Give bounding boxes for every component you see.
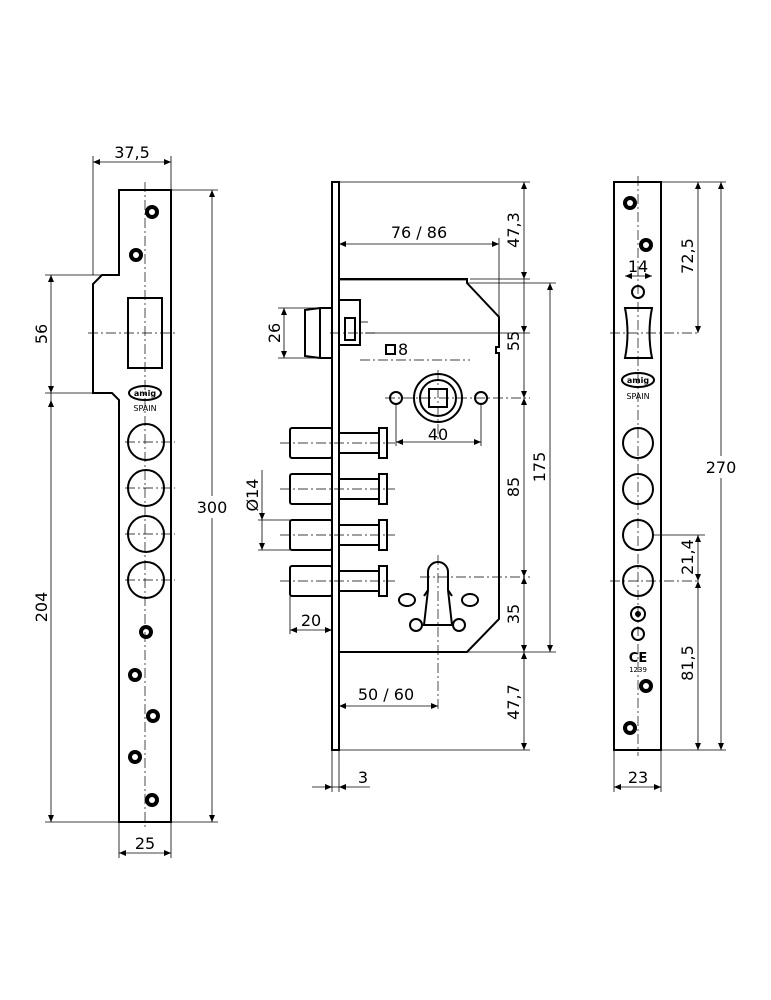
square-hole [385,344,396,355]
strike-screw-hole [139,625,153,639]
dim-cylinder-to-bottom: 35 [504,604,523,624]
strike-screw-hole [145,793,159,807]
faceplate-front-view: amig SPAIN CE 1239 14 72,5 270 [610,176,744,792]
faceplate-screw-hole [639,679,653,693]
dim-case-width: 76 / 86 [391,223,447,242]
dim-faceplate-thickness: 3 [358,768,368,787]
dim-strike-bottom: 25 [135,834,155,853]
faceplate-side [331,181,340,751]
dim-faceplate-top: 72,5 [678,238,697,274]
dim-faceplate-width: 23 [628,768,648,787]
strike-screw-hole [128,750,142,764]
dim-strike-lower: 204 [32,592,51,623]
dim-case-height: 175 [530,452,549,483]
faceplate-screw-hole [639,238,653,252]
latch-front [623,307,654,359]
dim-faceplate-height: 270 [706,458,737,477]
lock-case-view: 76 / 86 47,3 26 55 8 40 Ø14 [243,181,556,792]
dim-top-offset: 47,3 [504,212,523,248]
strike-plate-view: amig SPAIN 37,5 56 204 300 [32,143,229,858]
dim-backset: 50 / 60 [358,685,414,704]
cylinder-cutout [398,561,480,632]
dim-faceplate-bolt: 21,4 [678,539,697,575]
faceplate-outline [613,181,662,751]
strike-screw-hole [129,248,143,262]
latch-bolt [304,299,368,360]
dim-screw-spacing: 40 [428,425,448,444]
dim-strike-notch: 56 [32,324,51,344]
strike-screw-hole [145,205,159,219]
dim-bolt-throw: 20 [301,611,321,630]
case-body-outline [338,251,500,653]
dim-bottom-offset: 47,7 [504,684,523,720]
faceplate-screw-hole [623,196,637,210]
dim-follower-to-cylinder: 85 [504,477,523,497]
faceplate-screw-hole [623,721,637,735]
strike-country-label: SPAIN [133,404,156,413]
dim-latch-height: 26 [265,323,284,343]
strike-plate-outline [92,189,172,823]
dim-strike-width: 37,5 [114,143,150,162]
strike-screw-hole [146,709,160,723]
dim-latch-to-follower: 55 [504,331,523,351]
dim-faceplate-bottom: 81,5 [678,645,697,681]
strike-screw-hole [128,668,142,682]
dim-square-follower: 8 [398,340,408,359]
dim-strike-height: 300 [197,498,228,517]
dim-faceplate-latch-width: 14 [628,257,648,276]
dim-bolt-diameter: Ø14 [243,479,262,512]
